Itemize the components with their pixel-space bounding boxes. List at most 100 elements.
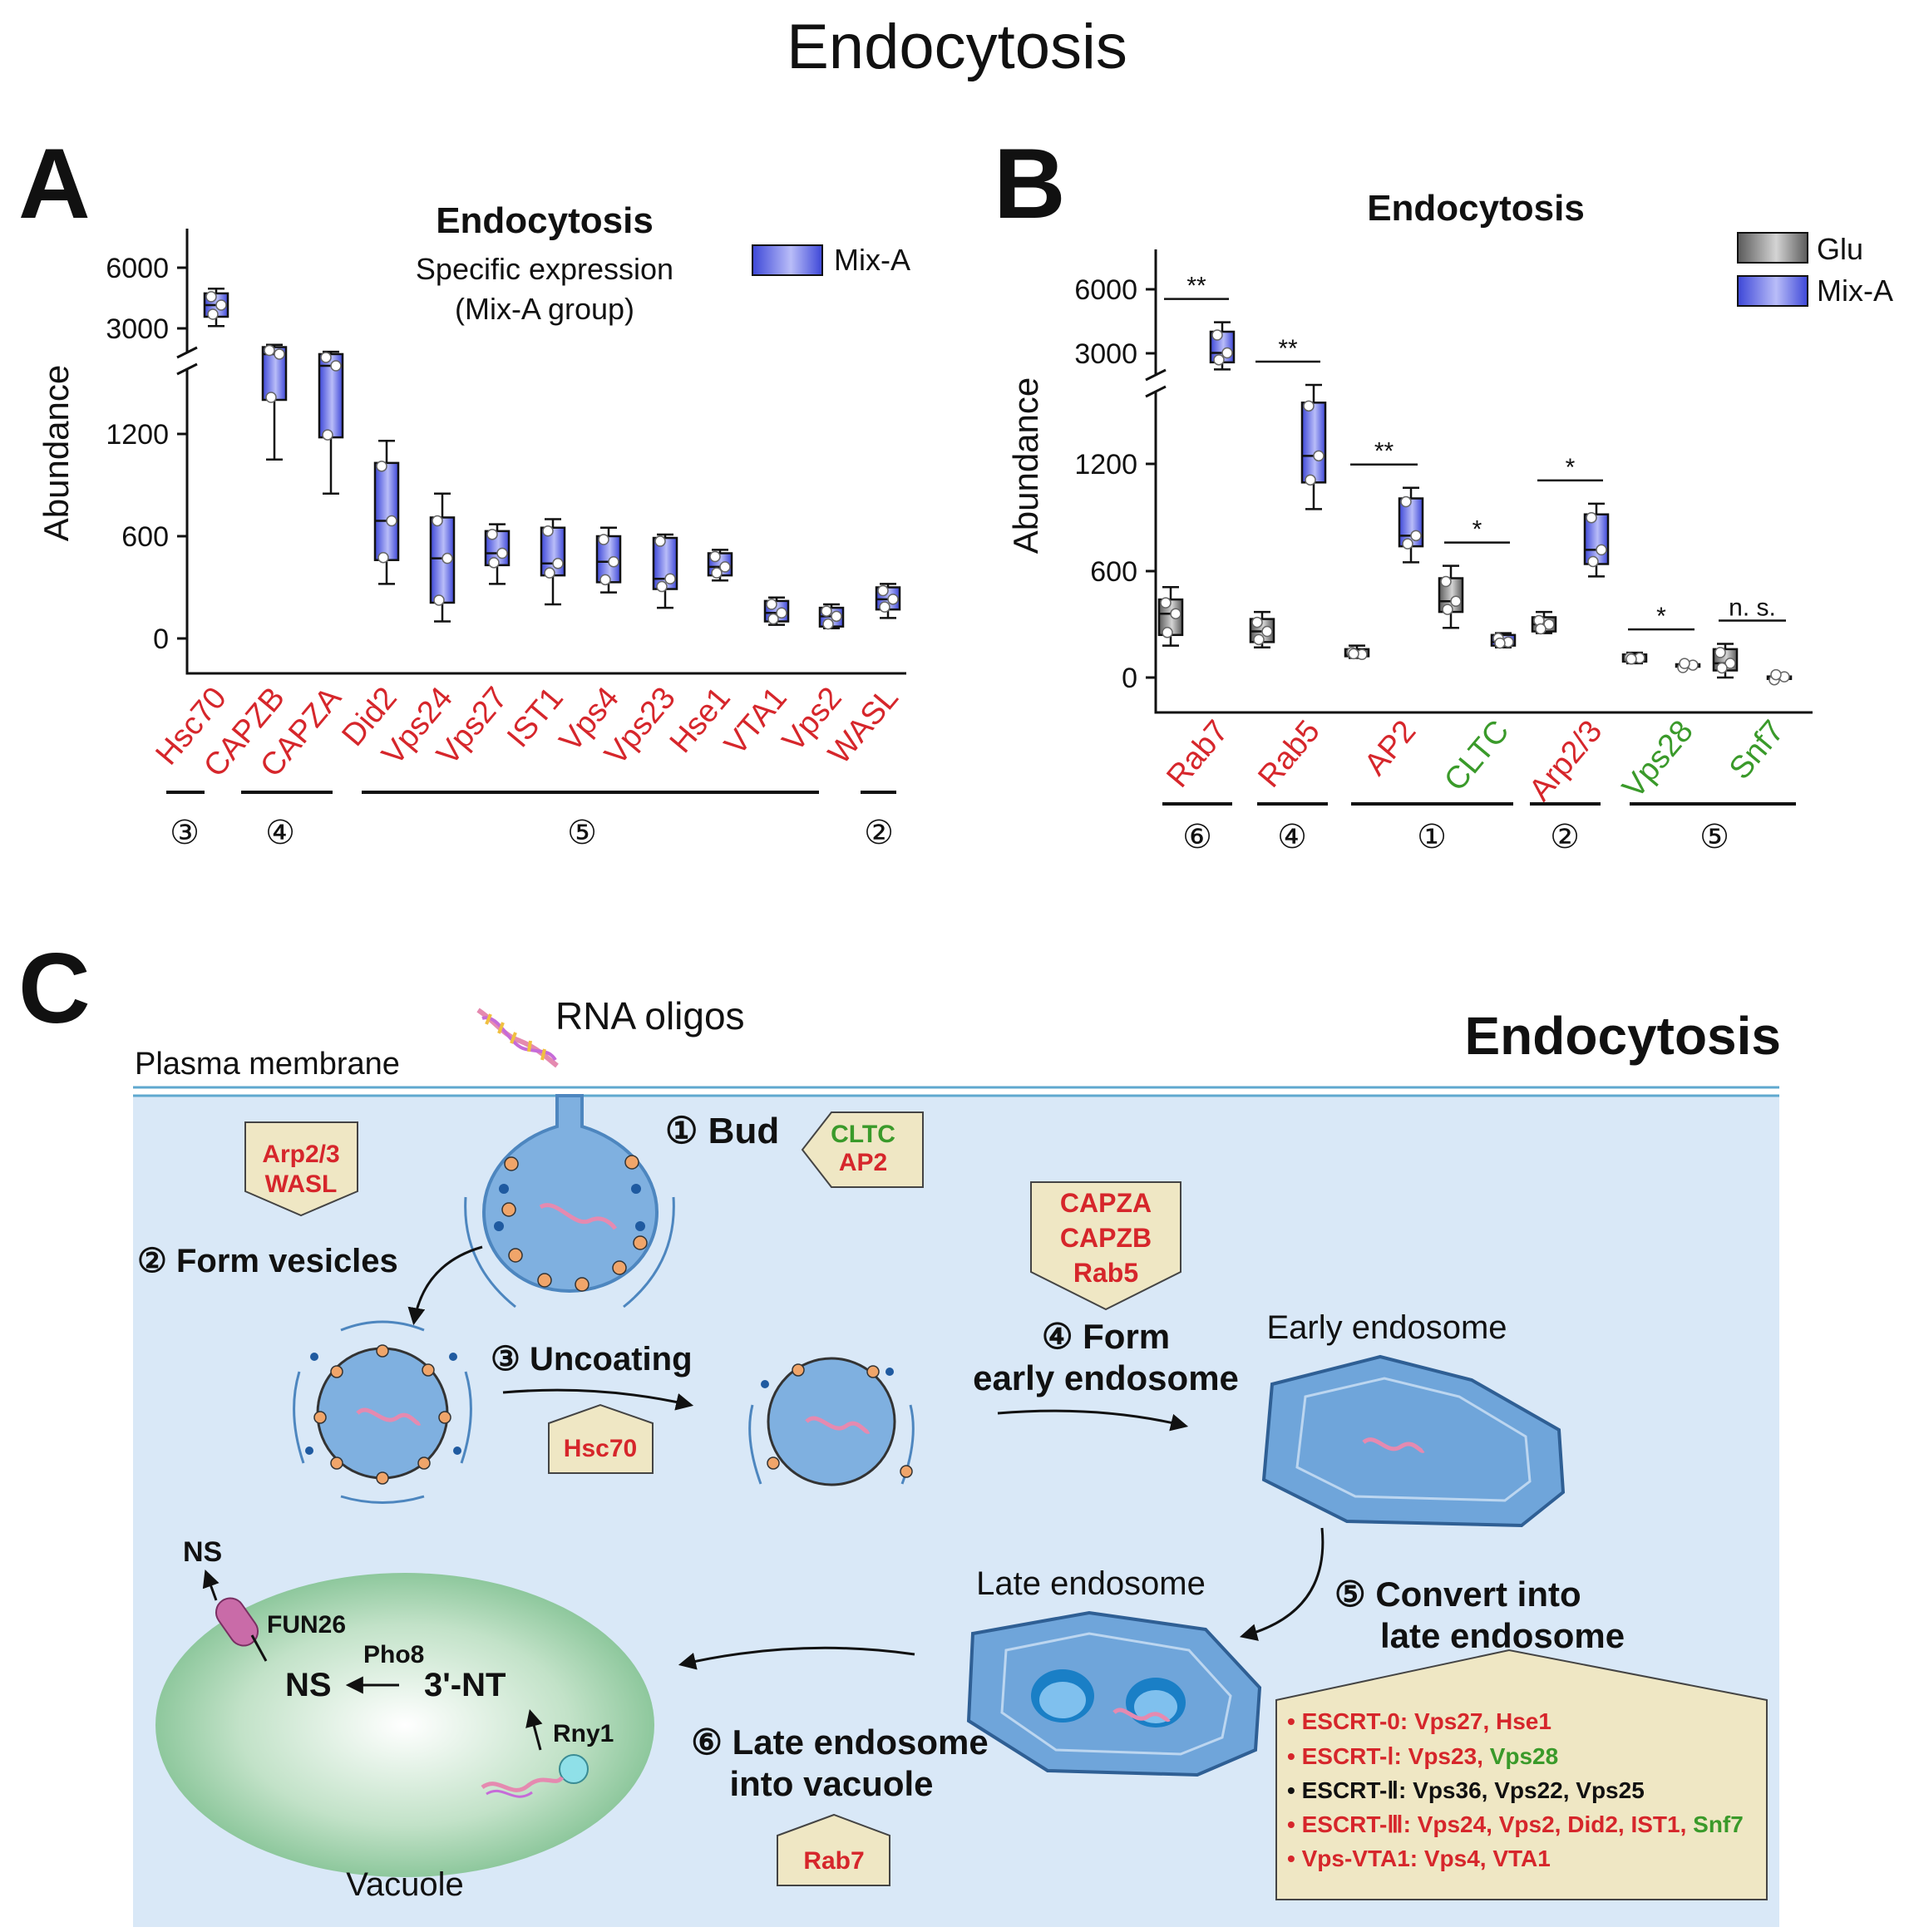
panel-a-subtitle: Specific expression (416, 252, 673, 286)
pho8-label: Pho8 (363, 1641, 424, 1668)
ytick-label: 600 (121, 521, 169, 553)
data-point (1160, 597, 1172, 609)
legend-label-glu: Glu (1817, 232, 1863, 266)
panel-b-group-label: ② (1550, 819, 1580, 855)
significance-label: ** (1186, 273, 1206, 300)
data-point (1586, 511, 1597, 524)
panel-b-letter: B (994, 128, 1066, 239)
x-tick-label: Hse1 (663, 681, 737, 760)
data-point (1261, 625, 1273, 638)
box-mix-3 (1490, 632, 1517, 649)
escrt-iii-line: • ESCRT-Ⅲ: Vps24, Vps2, Did2, IST1, Snf7 (1287, 1811, 1744, 1837)
data-point (767, 613, 779, 625)
data-point (377, 551, 389, 564)
panel-a-ylabel: Abundance (37, 365, 76, 542)
box-vta1 (763, 596, 790, 626)
data-point (1770, 668, 1782, 681)
ytick-label: 6000 (106, 253, 169, 284)
box-hsc70 (203, 288, 229, 328)
data-point (544, 567, 555, 579)
box-mix-4 (1583, 502, 1610, 578)
box-glu-5 (1621, 651, 1648, 665)
data-point (1625, 653, 1637, 665)
panel-a-axis-break (176, 346, 198, 376)
data-point (719, 561, 731, 573)
step-5-label: ⑤ Convert into (1334, 1575, 1581, 1614)
x-tick-label: Rab7 (1160, 714, 1236, 795)
panel-c: C Endocytosis RNA oligos Plasma membrane (18, 933, 1781, 1927)
data-point (274, 348, 285, 360)
panel-a-group-label: ④ (265, 815, 295, 851)
step-1-label: ① Bud (665, 1111, 779, 1151)
legend-swatch-glu (1737, 232, 1808, 264)
escrt-i-line: • ESCRT-Ⅰ: Vps23, Vps28 (1287, 1743, 1558, 1769)
box-vps24 (429, 492, 456, 623)
data-point (442, 552, 453, 564)
late-endosome-label: Late endosome (976, 1565, 1206, 1602)
step-4-label-2: early endosome (973, 1358, 1239, 1397)
step-3-label: ③ Uncoating (491, 1341, 693, 1378)
protein-tag-bud (801, 1111, 924, 1188)
data-point (1400, 495, 1412, 508)
panel-c-letter: C (18, 933, 91, 1044)
escrt-box (1275, 1649, 1768, 1900)
significance-label: * (1566, 454, 1576, 481)
line-ns-to-fun26 (250, 1634, 268, 1662)
significance-label: n. s. (1729, 594, 1776, 621)
box-vps27 (484, 523, 511, 585)
panel-a: A Endocytosis Specific expression (Mix-A… (18, 128, 910, 851)
x-tick-label: Rab5 (1251, 714, 1327, 795)
box-iqr (1300, 402, 1327, 484)
data-point (831, 610, 842, 623)
data-point (1221, 347, 1233, 359)
data-point (1714, 647, 1726, 658)
data-point (1724, 658, 1736, 669)
data-point (376, 461, 387, 472)
panel-b-significance: *********n. s. (1164, 273, 1786, 631)
box-mix-2 (1398, 486, 1424, 564)
data-point (496, 547, 508, 559)
data-point (1716, 662, 1728, 674)
panel-a-group-label: ② (864, 815, 894, 851)
panel-b: B Endocytosis Glu Mix-A Abundance 6000 3… (994, 128, 1893, 855)
data-point (709, 550, 721, 563)
protein-tag-vacuole (777, 1813, 890, 1886)
data-point (1211, 329, 1223, 341)
panel-a-title: Endocytosis (436, 200, 654, 241)
ytick-label: 3000 (106, 313, 169, 345)
panel-a-group-label: ③ (170, 815, 200, 851)
data-point (1305, 474, 1316, 486)
data-point (320, 352, 332, 363)
rny1-enzyme-icon (481, 1754, 589, 1798)
legend-swatch-mix-a (752, 244, 823, 276)
ytick-label: 0 (1122, 663, 1137, 694)
protein-tag-early-endosome (1030, 1181, 1181, 1311)
legend-label-mix-a-b: Mix-A (1817, 274, 1893, 308)
protein-rab5: Rab5 (1073, 1258, 1138, 1288)
uncoated-vesicle (748, 1357, 915, 1486)
data-point (599, 574, 611, 586)
step-2-label: ② Form vesicles (137, 1243, 398, 1279)
figure-title: Endocytosis (787, 12, 1127, 82)
data-point (1402, 538, 1413, 550)
panel-a-letter: A (18, 128, 91, 239)
arrow-early-endosome (997, 1409, 1189, 1432)
data-point (821, 605, 832, 617)
early-endosome-label: Early endosome (1266, 1309, 1507, 1346)
data-point (1251, 616, 1263, 628)
data-point (879, 601, 890, 613)
escrt-ii-line: • ESCRT-Ⅱ: Vps36, Vps22, Vps25 (1287, 1777, 1645, 1803)
panel-b-ylabel: Abundance (1006, 377, 1045, 554)
data-point (776, 607, 787, 619)
x-tick-label: Arp2/3 (1522, 714, 1609, 808)
data-point (711, 567, 723, 579)
data-point (1535, 623, 1546, 635)
significance-label: ** (1374, 438, 1394, 466)
data-point (598, 534, 609, 545)
protein-cltc: CLTC (831, 1121, 895, 1148)
box-glu-0 (1157, 585, 1184, 647)
box-mix-0 (1209, 321, 1236, 371)
box-glu-1 (1249, 610, 1275, 648)
